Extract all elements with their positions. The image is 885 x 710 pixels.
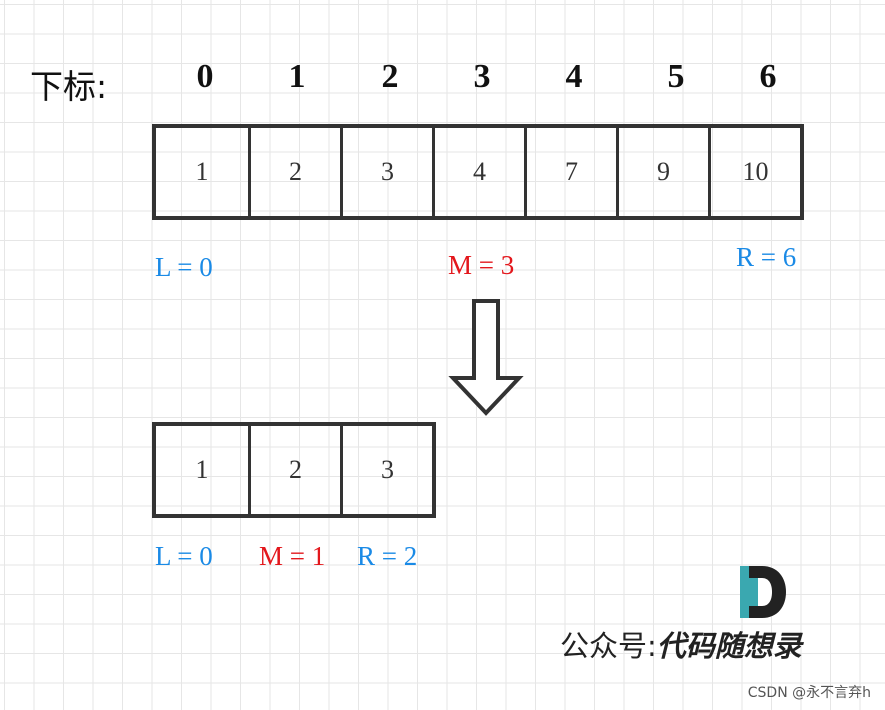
pointer-mid-bottom: M = 1 (259, 541, 326, 571)
pointer-right-bottom: R = 2 (357, 541, 418, 571)
index-0: 0 (196, 58, 214, 95)
index-label: 下标: (30, 67, 108, 106)
array-top-cell: 7 (524, 128, 616, 216)
d-logo-icon (740, 566, 786, 618)
watermark: CSDN @永不言弃h (747, 685, 871, 701)
array-top-cell: 2 (248, 128, 340, 216)
array-top-cell: 4 (432, 128, 524, 216)
footer: 公众号:代码随想录 (560, 623, 802, 665)
pointer-right-top: R = 6 (736, 242, 797, 272)
array-top: 1 2 3 4 7 9 10 (152, 124, 804, 220)
array-top-cell: 3 (340, 128, 432, 216)
footer-prefix: 公众号: (560, 629, 657, 663)
index-2: 2 (381, 58, 399, 95)
index-6: 6 (759, 58, 777, 95)
array-bottom-cell: 1 (195, 455, 209, 484)
pointer-mid-top: M = 3 (448, 250, 515, 280)
index-5: 5 (667, 58, 685, 95)
array-bottom-cell: 3 (340, 426, 432, 514)
pointer-left-bottom: L = 0 (155, 541, 213, 571)
array-top-cell: 9 (616, 128, 708, 216)
down-arrow-icon (448, 299, 524, 416)
index-4: 4 (565, 58, 583, 95)
index-1: 1 (288, 58, 306, 95)
array-bottom: 1 2 3 (152, 422, 436, 518)
array-top-cell: 1 (195, 157, 209, 186)
array-top-cell: 10 (708, 128, 800, 216)
pointer-left-top: L = 0 (155, 252, 213, 282)
index-3: 3 (473, 58, 491, 95)
array-bottom-cell: 2 (248, 426, 340, 514)
footer-brand: 代码随想录 (656, 629, 802, 663)
